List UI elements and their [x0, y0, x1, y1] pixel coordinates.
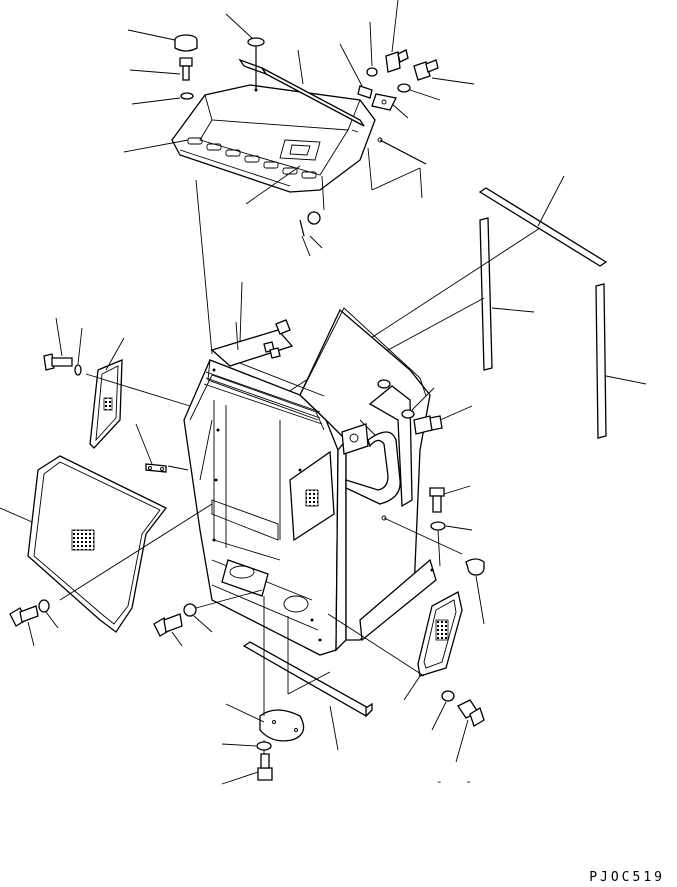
top-cover-strip — [238, 58, 365, 127]
small-plate — [145, 463, 167, 473]
knob-icon — [247, 37, 265, 90]
bolt-icon — [429, 487, 445, 513]
washer-icon — [397, 83, 411, 93]
washer-icon — [401, 409, 415, 419]
bottom-bar — [242, 641, 374, 718]
bolt-icon — [263, 319, 291, 359]
washer-icon — [441, 690, 455, 702]
rod-icon — [377, 137, 427, 165]
seal-strip — [479, 217, 493, 371]
cover-plate — [259, 709, 305, 742]
bolt-icon — [153, 613, 183, 637]
left-small-mesh-panel — [89, 359, 123, 449]
washer-icon — [366, 67, 378, 77]
bolt-icon — [457, 699, 485, 727]
bolt-icon — [43, 353, 73, 371]
side-mesh-panel — [289, 450, 335, 542]
washer-icon — [256, 741, 272, 751]
bottom-marks: - - — [436, 775, 480, 788]
rubber-cap-icon — [174, 34, 198, 52]
right-bracket — [368, 379, 413, 508]
rubber-cap-icon — [465, 558, 485, 576]
center-panel — [211, 499, 309, 613]
seal-strip — [595, 283, 607, 439]
bolt-icon — [257, 753, 273, 781]
drawing-code: PJOC519 — [589, 870, 665, 885]
washer-icon — [183, 603, 197, 617]
bolt-icon — [413, 415, 443, 435]
washer-icon — [74, 364, 82, 376]
washer-icon — [180, 92, 194, 100]
bolt-icon — [179, 57, 193, 81]
left-large-mesh-panel — [27, 455, 167, 633]
washer-icon — [430, 521, 446, 531]
top-cover — [171, 84, 376, 193]
front-right-mesh-panel — [417, 591, 463, 677]
bolt-icon — [9, 605, 39, 627]
seal-strip — [478, 187, 608, 267]
washer-icon — [38, 599, 50, 613]
handle-bar — [341, 423, 401, 505]
bolt-icon — [385, 49, 409, 73]
bolt-icon — [413, 59, 439, 81]
latch-icon — [357, 85, 397, 111]
